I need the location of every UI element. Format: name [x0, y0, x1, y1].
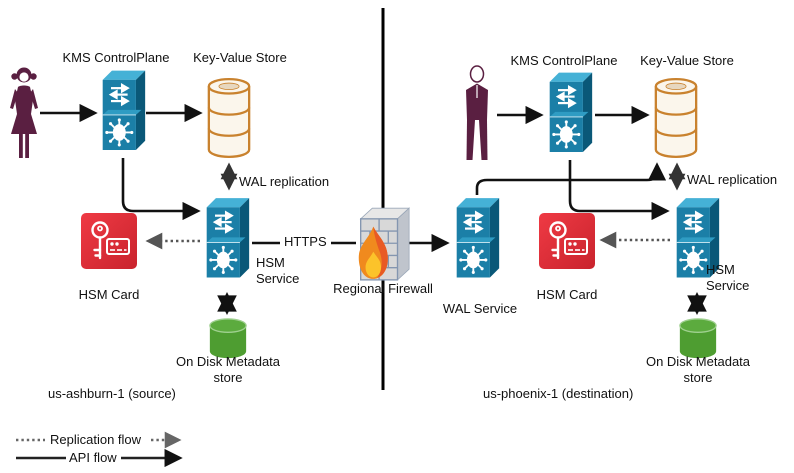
hsm-card-icon: [81, 213, 137, 269]
wal-service-switch-icon: [456, 198, 500, 278]
on-disk-store-label-source: On Disk Metadata store: [175, 354, 281, 386]
kms-controlplane-switch-icon: [549, 72, 593, 152]
hsm-card-icon: [539, 213, 595, 269]
legend-replication-flow-label: Replication flow: [50, 432, 142, 447]
on-disk-metadata-store-icon: [209, 318, 247, 359]
key-value-store-icon: [207, 77, 251, 159]
wal-service-label: WAL Service: [442, 301, 518, 316]
key-value-store-icon: [654, 77, 698, 159]
regional-firewall-icon: [358, 207, 411, 281]
kms-controlplane-switch-icon: [102, 70, 146, 150]
hsm-card-label-destination: HSM Card: [536, 287, 598, 302]
hsm-service-switch-icon: [676, 198, 720, 278]
wal-replication-label-destination: WAL replication: [687, 172, 778, 187]
user-woman-icon: [10, 67, 38, 158]
legend-api-flow-label: API flow: [69, 450, 117, 465]
user-man-icon: [466, 65, 488, 160]
regional-firewall-label: Regional Firewall: [333, 281, 433, 296]
on-disk-metadata-store-icon: [679, 318, 717, 359]
key-value-store-label-destination: Key-Value Store: [640, 53, 734, 68]
key-value-store-label-source: Key-Value Store: [193, 50, 287, 65]
on-disk-store-label-destination: On Disk Metadata store: [645, 354, 751, 386]
hsm-service-label-destination: HSM Service: [706, 262, 750, 294]
hsm-service-switch-icon: [206, 198, 250, 278]
kms-controlplane-label-destination: KMS ControlPlane: [510, 53, 618, 68]
https-label: HTTPS: [280, 234, 331, 251]
destination-region-label: us-phoenix-1 (destination): [483, 386, 634, 401]
hsm-card-label-source: HSM Card: [78, 287, 140, 302]
wal-replication-label-source: WAL replication: [239, 174, 330, 189]
source-region-label: us-ashburn-1 (source): [48, 386, 176, 401]
kms-controlplane-label-source: KMS ControlPlane: [62, 50, 170, 65]
hsm-service-label-source: HSM Service: [256, 255, 300, 287]
